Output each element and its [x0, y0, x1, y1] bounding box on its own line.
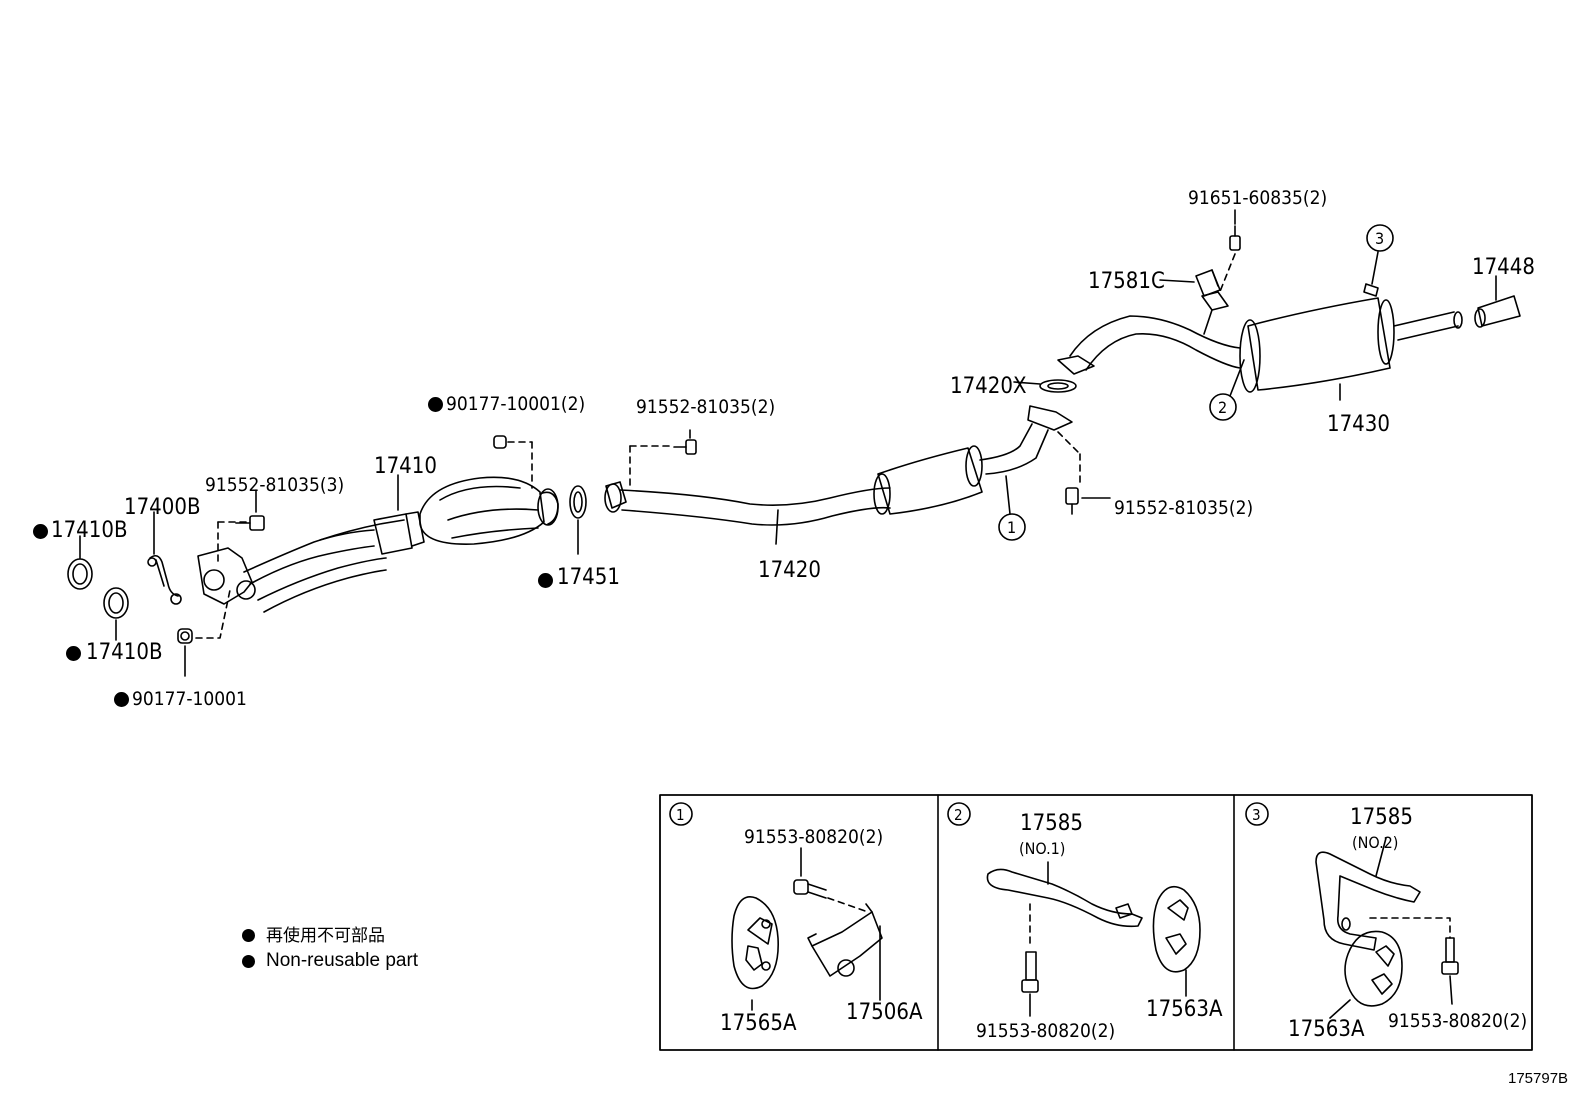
front-pipe-17420[interactable] — [604, 405, 1073, 526]
panel-3-bracket-17585-no2[interactable] — [1315, 851, 1421, 951]
bolt-91552-81035-2-mid[interactable] — [673, 439, 697, 455]
bolt-91651-60835-2[interactable] — [1229, 225, 1241, 251]
panel-3-number-circle — [1245, 802, 1269, 826]
panel-2-bolt-label[interactable]: 91553-80820(2) — [976, 1020, 1116, 1042]
panel-1-part-17506A[interactable]: 17506A — [846, 1000, 923, 1025]
exhaust-manifold-17410[interactable] — [197, 511, 425, 613]
panel-1-part-17565A[interactable]: 17565A — [720, 1011, 797, 1036]
callout-3-number: 3 — [1375, 229, 1385, 248]
legend-dot — [242, 955, 255, 968]
label-17420X[interactable]: 17420X — [950, 374, 1027, 399]
label-91552-81035-3[interactable]: 91552-81035(3) — [205, 474, 345, 496]
stud-91552-81035-3[interactable] — [235, 515, 265, 531]
legend-japanese-text: 再使用不可部品 — [266, 926, 385, 946]
panel-2-part-17585[interactable]: 17585 — [1020, 811, 1083, 836]
callout-circle-1[interactable] — [998, 513, 1026, 541]
panel-3-hanger-rubber-17563A[interactable] — [1344, 930, 1403, 1007]
label-91552-81035-2-right[interactable]: 91552-81035(2) — [1114, 497, 1254, 519]
panel-3-part-17585[interactable]: 17585 — [1350, 805, 1413, 830]
label-17410B-bottom[interactable]: 17410B — [86, 640, 163, 665]
panel-1-bracket-17506A[interactable] — [807, 903, 883, 977]
detail-panel-frame — [659, 794, 1533, 1051]
nut-90177-10001-2[interactable] — [493, 435, 507, 449]
panel-2-number: 2 — [954, 806, 963, 824]
bolt-91552-81035-2-right[interactable] — [1065, 487, 1079, 515]
panel-2-bracket-17585-no1[interactable] — [986, 868, 1143, 928]
label-91651-60835-2[interactable]: 91651-60835(2) — [1188, 187, 1328, 209]
bracket-17400B[interactable] — [147, 554, 182, 605]
callout-circle-3[interactable] — [1366, 224, 1394, 252]
label-17410[interactable]: 17410 — [374, 454, 437, 479]
callout-circle-2[interactable] — [1209, 393, 1237, 421]
nonreusable-dot — [428, 397, 443, 412]
nonreusable-dot — [66, 646, 81, 661]
label-17430[interactable]: 17430 — [1327, 412, 1390, 437]
label-17448[interactable]: 17448 — [1472, 255, 1535, 280]
panel-3-part-sub: (NO.2) — [1352, 833, 1399, 852]
panel-2-part-sub: (NO.1) — [1019, 839, 1066, 858]
legend-dot — [242, 929, 255, 942]
gasket-17410B-bottom[interactable] — [103, 587, 129, 619]
panel-2-bolt-91553[interactable] — [1021, 951, 1039, 993]
gasket-17451[interactable] — [569, 485, 587, 519]
panel-2-number-circle — [947, 802, 971, 826]
label-17451[interactable]: 17451 — [557, 565, 620, 590]
nonreusable-dot — [538, 573, 553, 588]
callout-2-number: 2 — [1218, 398, 1228, 417]
legend-english-text: Non-reusable part — [266, 950, 419, 971]
panel-3-bolt-label[interactable]: 91553-80820(2) — [1388, 1010, 1528, 1032]
panel-3-number: 3 — [1252, 806, 1261, 824]
label-17581C[interactable]: 17581C — [1088, 269, 1165, 294]
panel-3-bolt-91553[interactable] — [1441, 937, 1459, 975]
gasket-17410B-top[interactable] — [67, 558, 93, 590]
label-91552-81035-2-mid[interactable]: 91552-81035(2) — [636, 396, 776, 418]
exhaust-tip-17448[interactable] — [1474, 295, 1521, 328]
diagram-code: 175797B — [1508, 1070, 1569, 1087]
label-90177-10001[interactable]: 90177-10001 — [132, 688, 247, 710]
bracket-17581C[interactable] — [1195, 269, 1229, 311]
panel-1-number: 1 — [676, 806, 685, 824]
nonreusable-dot — [33, 524, 48, 539]
catalytic-converter[interactable] — [419, 476, 559, 545]
panel-2-part-17563A[interactable]: 17563A — [1146, 997, 1223, 1022]
callout-1-number: 1 — [1007, 518, 1017, 537]
panel-2-hanger-rubber-17563A[interactable] — [1152, 885, 1201, 973]
panel-1-number-circle — [669, 802, 693, 826]
nut-90177-10001[interactable] — [177, 628, 193, 644]
label-90177-10001-2[interactable]: 90177-10001(2) — [446, 393, 586, 415]
panel-1-bolt-label[interactable]: 91553-80820(2) — [744, 826, 884, 848]
label-17400B[interactable]: 17400B — [124, 495, 201, 520]
label-17420[interactable]: 17420 — [758, 558, 821, 583]
panel-1-hanger-rubber-17565A[interactable] — [731, 896, 779, 990]
panel-3-part-17563A[interactable]: 17563A — [1288, 1017, 1365, 1042]
gasket-17420X[interactable] — [1039, 379, 1077, 393]
panel-1-bolt-91553[interactable] — [793, 879, 827, 899]
nonreusable-dot — [114, 692, 129, 707]
tail-pipe-muffler-17430[interactable] — [1057, 297, 1463, 393]
label-17410B-top[interactable]: 17410B — [51, 518, 128, 543]
